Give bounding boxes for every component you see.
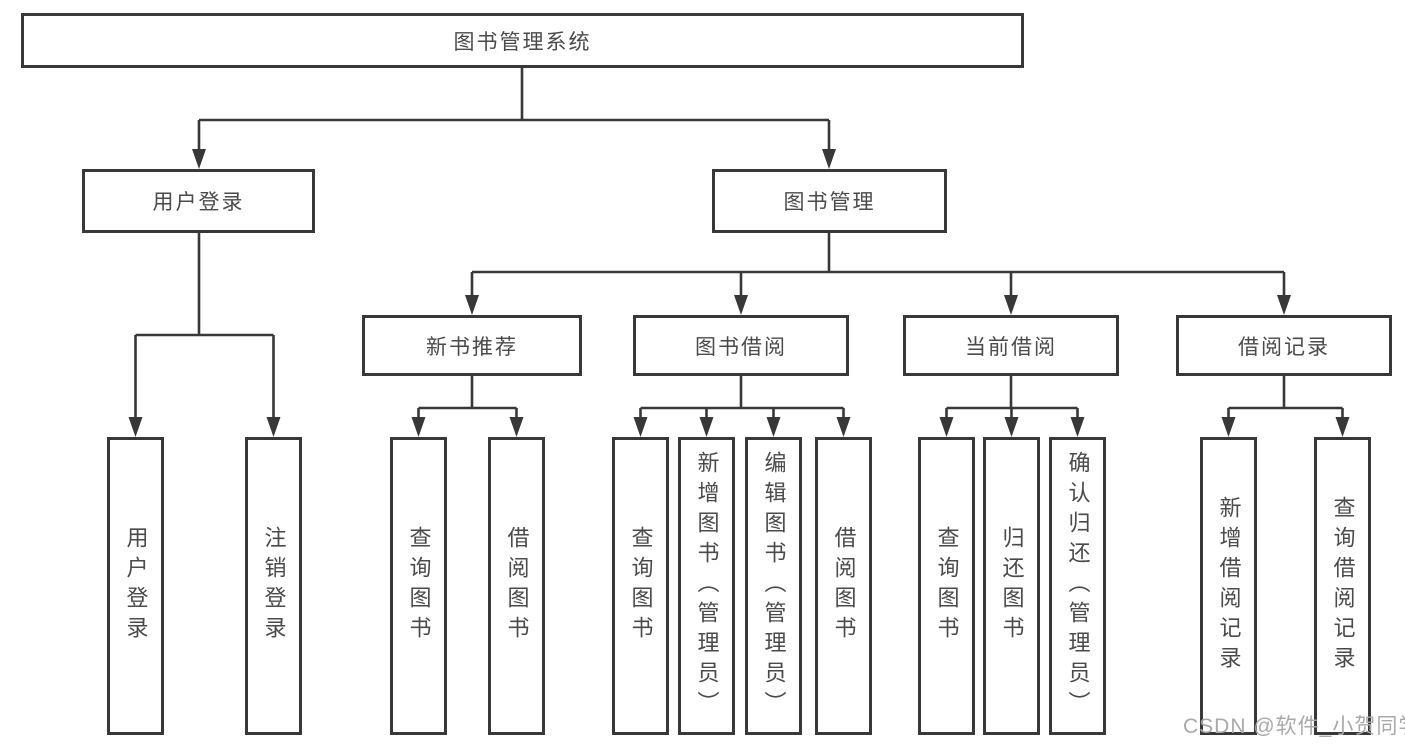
node-label: 新增图书（管理员） (694, 451, 720, 721)
node-label: 查询图书 (628, 526, 654, 646)
node-label: 图书管理 (783, 191, 876, 214)
node-label: 新增借阅记录 (1216, 496, 1242, 676)
node-user-login: 用户登录 (82, 169, 315, 233)
leaf-query-books-borrowing: 查询图书 (612, 437, 669, 735)
watermark: CSDN @软件_小贺同学 (1183, 715, 1405, 738)
node-label: 归还图书 (999, 526, 1025, 646)
node-label: 用户登录 (152, 191, 245, 214)
leaf-query-books-recommend: 查询图书 (390, 437, 447, 735)
leaf-add-books-admin: 新增图书（管理员） (678, 437, 735, 735)
node-label: 图书管理系统 (453, 30, 592, 54)
node-new-book-recommendation: 新书推荐 (362, 315, 582, 376)
node-label: 新书推荐 (426, 335, 518, 359)
node-label: 注销登录 (261, 526, 287, 646)
node-label: 查询图书 (934, 526, 960, 646)
node-label: 编辑图书（管理员） (761, 451, 787, 721)
node-book-borrowing: 图书借阅 (633, 315, 849, 376)
node-label: 借阅图书 (504, 526, 530, 646)
leaf-borrow-books-recommend: 借阅图书 (488, 437, 545, 735)
node-label: 用户登录 (123, 526, 149, 646)
leaf-logout: 注销登录 (245, 437, 302, 735)
node-label: 图书借阅 (695, 335, 787, 359)
leaf-borrow-books-borrowing: 借阅图书 (815, 437, 872, 735)
leaf-query-books-current: 查询图书 (918, 437, 975, 735)
node-label: 当前借阅 (965, 335, 1057, 359)
leaf-add-borrow-record: 新增借阅记录 (1200, 437, 1257, 735)
node-label: 查询借阅记录 (1330, 496, 1356, 676)
node-borrowing-records: 借阅记录 (1176, 315, 1392, 376)
node-book-management: 图书管理 (712, 169, 947, 233)
leaf-edit-books-admin: 编辑图书（管理员） (745, 437, 802, 735)
leaf-user-login: 用户登录 (107, 437, 164, 735)
node-root-system: 图书管理系统 (21, 13, 1024, 68)
leaf-query-borrow-record: 查询借阅记录 (1314, 437, 1371, 735)
node-label: 查询图书 (406, 526, 432, 646)
node-label: 借阅记录 (1238, 335, 1330, 359)
leaf-return-books: 归还图书 (983, 437, 1040, 735)
node-current-borrowing: 当前借阅 (903, 315, 1119, 376)
node-label: 确认归还（管理员） (1065, 451, 1091, 721)
leaf-confirm-return-admin: 确认归还（管理员） (1049, 437, 1106, 735)
node-label: 借阅图书 (831, 526, 857, 646)
